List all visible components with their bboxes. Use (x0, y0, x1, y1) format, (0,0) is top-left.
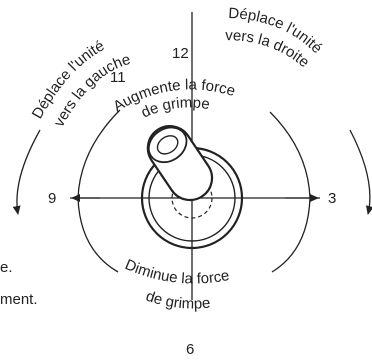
label-bottom-line1-path: Diminue la force (122, 256, 230, 287)
outer-left-arrow (17, 130, 40, 214)
position-3: 3 (328, 190, 336, 207)
clipped-text-line1: e. (0, 259, 13, 276)
arc-lower-right (272, 198, 310, 272)
label-bottom-line2: de grimpe (144, 288, 211, 313)
outer-right-arrow (350, 130, 370, 214)
label-bottom-line1: Diminue la force (122, 256, 230, 287)
arc-upper-left (78, 110, 120, 198)
clipped-text-line2: ment. (0, 291, 38, 308)
arc-upper-right (270, 112, 310, 198)
label-bottom-line2-path: de grimpe (144, 288, 211, 313)
arc-lower-left (78, 198, 118, 272)
joystick-stick[interactable] (139, 118, 220, 209)
position-6: 6 (186, 341, 194, 358)
position-9: 9 (48, 190, 56, 207)
position-12: 12 (172, 45, 189, 62)
